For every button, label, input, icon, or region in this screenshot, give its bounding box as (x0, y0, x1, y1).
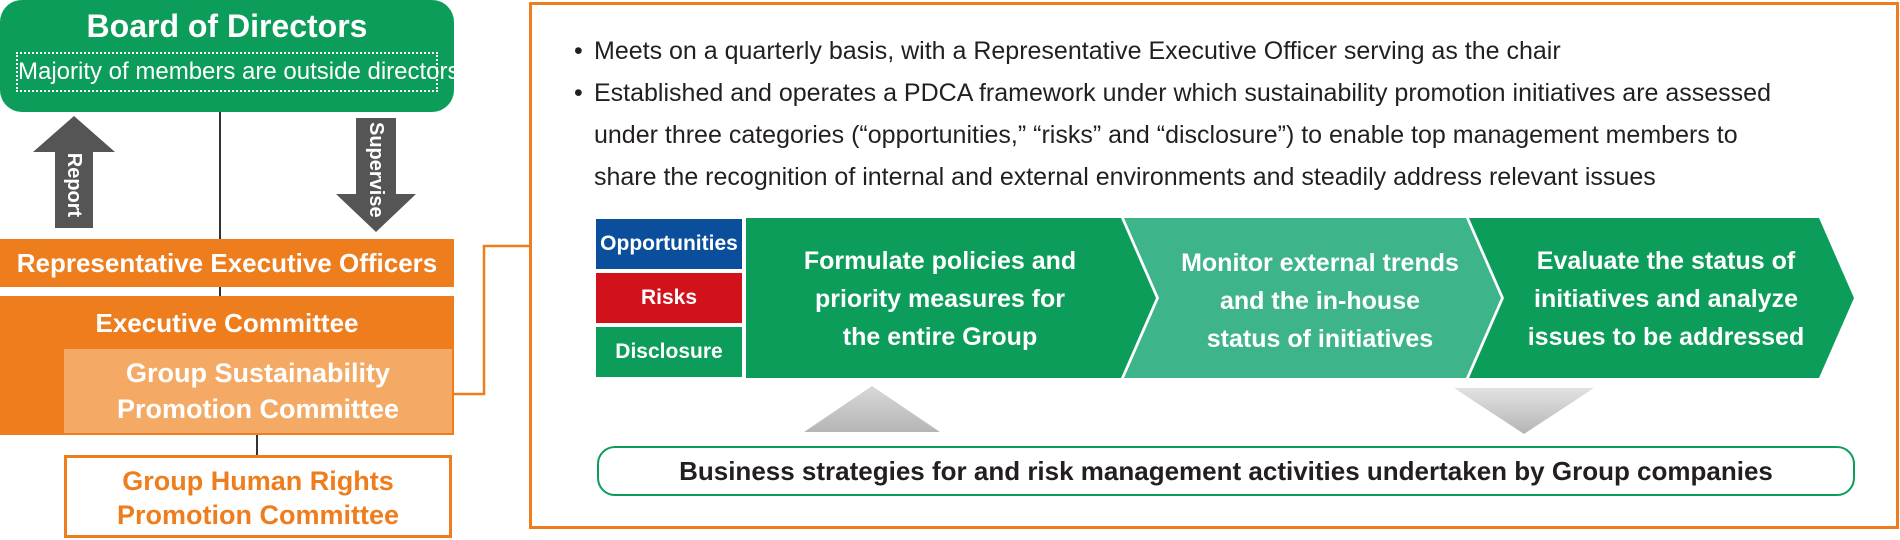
connector-exec-human-rights (256, 435, 258, 455)
step-2-line-2: and the in-house (1220, 287, 1420, 315)
bullet-dot: • (574, 37, 583, 65)
step-3-text: Evaluate the status of initiatives and a… (1496, 242, 1836, 356)
bullet-2-line-3: share the recognition of internal and ex… (594, 163, 1656, 191)
report-label: Report (63, 152, 85, 218)
bullet-item-2: • Established and operates a PDCA framew… (574, 72, 1874, 198)
group-human-rights-promotion-committee: Group Human Rights Promotion Committee (64, 455, 452, 538)
connector-board-reo (219, 112, 221, 239)
gspc-line2: Promotion Committee (116, 394, 399, 424)
business-strategies-box: Business strategies for and risk managem… (597, 446, 1855, 496)
category-opportunities: Opportunities (596, 219, 742, 269)
step-2-line-1: Monitor external trends (1181, 249, 1459, 277)
bullet-item-1: • Meets on a quarterly basis, with a Rep… (574, 30, 1874, 72)
group-sustainability-promotion-committee: Group Sustainability Promotion Committee (64, 349, 452, 433)
executive-committee-title: Executive Committee (95, 308, 359, 338)
bullet-2-line-2: under three categories (“opportunities,”… (594, 121, 1738, 149)
gspc-line1: Group Sustainability (125, 358, 391, 388)
flow-up-triangle-icon (804, 386, 940, 432)
board-title: Board of Directors (86, 8, 368, 44)
step-2-text: Monitor external trends and the in-house… (1150, 244, 1490, 358)
step-1-line-1: Formulate policies and (803, 247, 1077, 275)
board-subtitle: Majority of members are outside director… (16, 52, 460, 92)
supervise-arrow-icon (336, 118, 416, 232)
category-risks: Risks (596, 273, 742, 323)
step-2-line-3: status of initiatives (1206, 325, 1434, 353)
representative-executive-officers-box: Representative Executive Officers (0, 239, 454, 287)
connector-reo-exec (219, 287, 221, 296)
supervise-label: Supervise (365, 122, 387, 218)
step-3-line-3: issues to be addressed (1527, 323, 1805, 351)
step-1-line-3: the entire Group (842, 323, 1038, 351)
committee-panel-connector (452, 244, 532, 396)
bullet-2-line-1: Established and operates a PDCA framewor… (594, 79, 1771, 107)
flow-down-triangle-icon (1454, 388, 1594, 434)
bullet-1-line-1: Meets on a quarterly basis, with a Repre… (594, 37, 1561, 65)
category-disclosure: Disclosure (596, 327, 742, 377)
step-3-line-2: initiatives and analyze (1534, 285, 1798, 313)
step-1-chevron (746, 218, 1156, 378)
bullet-dot: • (574, 79, 583, 107)
ghrpc-line1: Group Human Rights (122, 466, 394, 496)
step-1-text: Formulate policies and priority measures… (760, 242, 1120, 356)
step-3-line-1: Evaluate the status of (1536, 247, 1796, 275)
pdca-chevrons (746, 218, 1854, 378)
step-2-chevron (1124, 218, 1501, 378)
ghrpc-line2: Promotion Committee (116, 500, 399, 530)
step-1-line-2: priority measures for (814, 285, 1066, 313)
report-arrow-icon (33, 116, 115, 228)
step-3-chevron (1469, 218, 1854, 378)
board-of-directors-box (0, 0, 454, 112)
